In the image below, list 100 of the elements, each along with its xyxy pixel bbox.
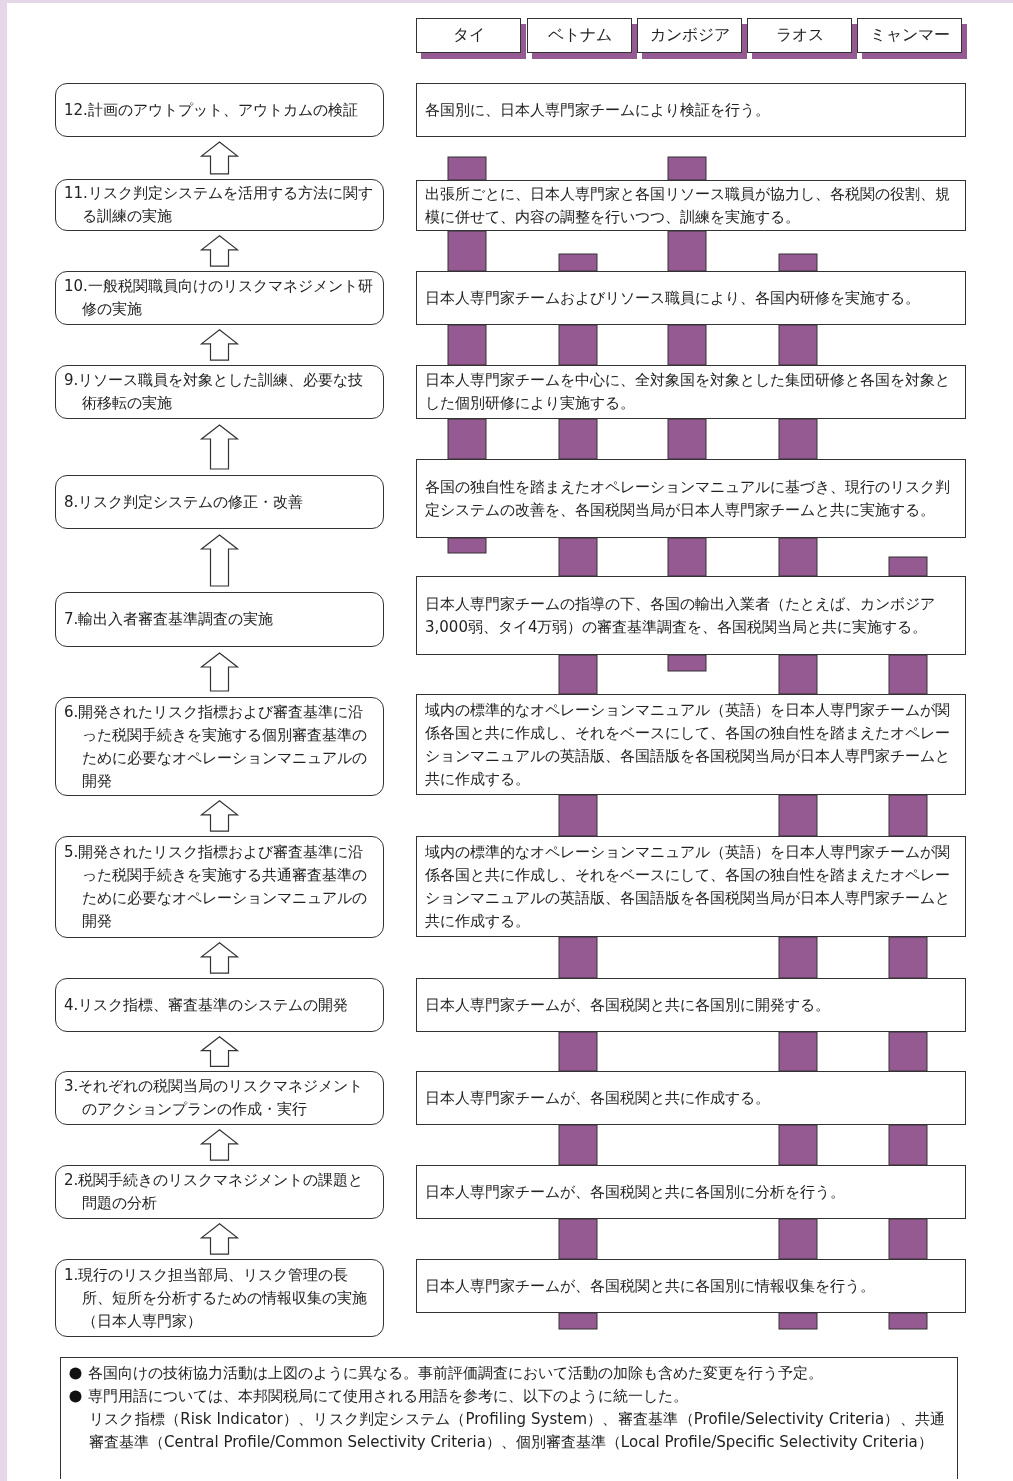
activity-text: 出張所ごとに、日本人専門家と各国リソース職員が協力し、各税関の役割、規模に併せて、内容の調整を行いつつ、訓練を実施する。 [425, 183, 951, 228]
description-box [416, 459, 966, 538]
activity-bar [888, 1312, 928, 1330]
up-arrow [199, 1035, 240, 1067]
activity-bar [447, 418, 487, 460]
activity-text: 日本人専門家チームを中心に、全対象国を対象とした集団研修と各国を対象とした個別研修により実施する。 [425, 370, 951, 414]
step-box [55, 978, 384, 1032]
activity-bar [778, 1218, 818, 1260]
step-text: 2.税関手続きのリスクマネジメントの課題と問題の分析 [64, 1170, 365, 1214]
activity-text: 各国別に、日本人専門家チームにより検証を行う。 [425, 99, 770, 121]
activity-bar [447, 324, 487, 366]
activity-bar [558, 324, 598, 366]
country-tab [527, 18, 637, 59]
activity-bar [778, 418, 818, 460]
country-tab [747, 18, 857, 59]
activity-bar [558, 1218, 598, 1260]
activity-bar [778, 1124, 818, 1166]
up-arrow [199, 1223, 240, 1255]
up-arrow [199, 942, 240, 974]
activity-bar [667, 230, 707, 272]
activity-bar [888, 654, 928, 695]
description-box [416, 180, 966, 231]
activity-bar [778, 654, 818, 695]
step-text: 9.リソース職員を対象とした訓練、必要な技術移転の実施 [64, 370, 365, 414]
activity-bar [667, 537, 707, 577]
step-text: 5.開発されたリスク指標および審査基準に沿った税関手続きを実施する共通審査基準のために必要なオペレーションマニュアルの開発 [64, 842, 368, 932]
step-text: 11.リスク判定システムを活用する方法に関する訓練の実施 [64, 183, 374, 227]
country-tab [857, 18, 967, 59]
country-tab [637, 18, 747, 59]
description-box [416, 1071, 966, 1125]
step-box [55, 836, 384, 938]
country-name: ベトナム [547, 25, 612, 46]
up-arrow [199, 424, 240, 470]
up-arrow [199, 141, 240, 175]
activity-text: 日本人専門家チームの指導の下、各国の輸出入業者（たとえば、カンボジア3,000弱、タイ4万弱）の審査基準調査を、各国税関当局と共に実施する。 [425, 593, 936, 638]
up-arrow [199, 329, 240, 361]
activity-bar [667, 654, 707, 672]
step-box [55, 1071, 384, 1125]
activity-bar [888, 936, 928, 979]
activity-bar [558, 936, 598, 979]
activity-bar [558, 1124, 598, 1166]
up-arrow [199, 235, 240, 267]
activity-text: 域内の標準的なオペレーションマニュアル（英語）を日本人専門家チームが関係各国と共に作成し、それをベースにして、各国の独自性を踏まえたオペレーションマニュアルの英語版、各国語版を各国税関当局が日本人専門家チームと共に作成する。 [425, 841, 951, 932]
step-text: 8.リスク判定システムの修正・改善 [64, 491, 304, 513]
activity-bar [888, 1031, 928, 1072]
country-name: ミャンマー [869, 25, 950, 46]
step-text: 1.現行のリスク担当部局、リスク管理の長所、短所を分析するための情報収集の実施（日本人専門家） [64, 1264, 368, 1332]
activity-text: 域内の標準的なオペレーションマニュアル（英語）を日本人専門家チームが関係各国と共に作成し、それをベースにして、各国の独自性を踏まえたオペレーションマニュアルの英語版、各国語版を各国税関当局が日本人専門家チームと共に作成する。 [425, 699, 951, 790]
activity-bar [778, 253, 818, 272]
step-box [55, 83, 384, 137]
up-arrow [199, 534, 240, 587]
step-text: 3.それぞれの税関当局のリスクマネジメントのアクションプランの作成・実行 [64, 1076, 365, 1120]
activity-bar [888, 1218, 928, 1260]
activity-bar [888, 1124, 928, 1166]
activity-bar [558, 1312, 598, 1330]
activity-text: 日本人専門家チームが、各国税関と共に各国別に分析を行う。 [425, 1181, 845, 1203]
activity-bar [558, 253, 598, 272]
up-arrow [199, 1129, 240, 1161]
step-box [55, 179, 384, 231]
step-box [55, 365, 384, 419]
activity-bar [888, 794, 928, 837]
description-box [416, 1165, 966, 1219]
activity-text: 日本人専門家チームおよびリソース職員により、各国内研修を実施する。 [425, 287, 920, 309]
note-text: 各国向けの技術協力活動は上図のように異なる。事前評価調査において活動の加除も含めた変更を行う予定。 [88, 1363, 823, 1384]
step-text: 12.計画のアウトプット、アウトカムの検証 [64, 99, 358, 121]
country-name: タイ [452, 25, 485, 46]
activity-bar [778, 1031, 818, 1072]
activity-bar [447, 230, 487, 272]
activity-bar [778, 936, 818, 979]
activity-bar [778, 324, 818, 366]
description-box [416, 271, 966, 325]
activity-bar [778, 1312, 818, 1330]
step-box [55, 697, 384, 796]
note-text: リスク指標（Risk Indicator）、リスク判定システム（Profiling System）、審査基準（Profile/Selectivity Criteria）、共通審査基準（Central Profile/Common Selectivity Criteria）、個別審査基準（Local Profile/Specific Selectivity Criteria） [88, 1409, 945, 1453]
up-arrow [199, 652, 240, 692]
activity-bar [558, 418, 598, 460]
description-box [416, 83, 966, 137]
country-tab [416, 18, 526, 59]
activity-bar [447, 156, 487, 181]
activity-bar [667, 324, 707, 366]
activity-bar [558, 794, 598, 837]
step-text: 7.輸出入者審査基準調査の実施 [64, 609, 274, 630]
note-text: 専門用語については、本邦関税局にて使用される用語を参考に、以下のように統一した。 [88, 1386, 688, 1407]
activity-bar [888, 556, 928, 577]
activity-bar [447, 537, 487, 554]
description-box [416, 1259, 966, 1313]
step-text: 10.一般税関職員向けのリスクマネジメント研修の実施 [64, 276, 374, 320]
step-box [55, 475, 384, 529]
description-box [416, 576, 966, 655]
activity-bar [558, 654, 598, 695]
step-text: 4.リスク指標、審査基準のシステムの開発 [64, 994, 349, 1016]
description-box [416, 365, 966, 419]
step-box [55, 1259, 384, 1337]
description-box [416, 978, 966, 1032]
step-box [55, 271, 384, 325]
activity-text: 日本人専門家チームが、各国税関と共に作成する。 [425, 1087, 770, 1109]
country-name: カンボジア [649, 25, 730, 46]
activity-text: 日本人専門家チームが、各国税関と共に各国別に情報収集を行う。 [425, 1275, 875, 1297]
step-box [55, 1165, 384, 1219]
step-text: 6.開発されたリスク指標および審査基準に沿った税関手続きを実施する個別審査基準のために必要なオペレーションマニュアルの開発 [64, 701, 368, 792]
